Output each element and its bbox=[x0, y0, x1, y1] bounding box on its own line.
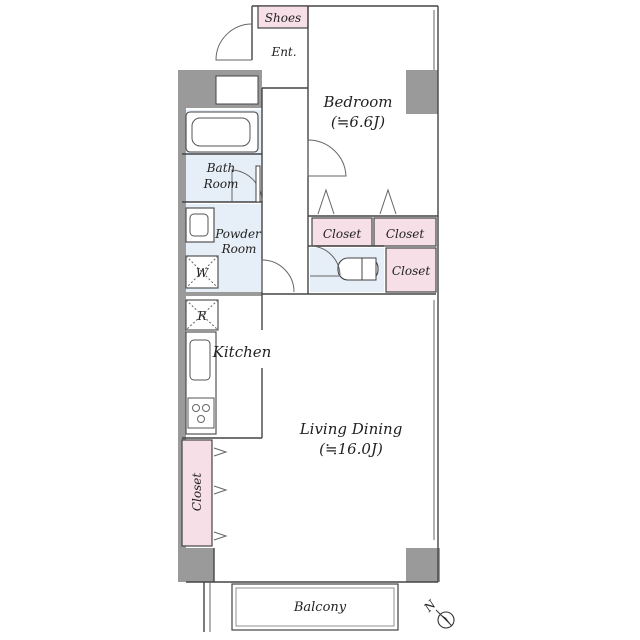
living-label: Living Dining bbox=[299, 420, 403, 438]
shoes-label: Shoes bbox=[265, 11, 301, 25]
wall-right-pillar-top bbox=[406, 70, 438, 114]
bathtub bbox=[185, 111, 259, 153]
washer-label: W bbox=[196, 266, 210, 280]
wall-right-pillar-bottom bbox=[406, 548, 440, 582]
bedroom-closet-right bbox=[373, 217, 437, 247]
toilet-door bbox=[309, 245, 341, 277]
powder-room-door bbox=[261, 259, 295, 293]
wall-left-column bbox=[178, 70, 186, 582]
compass-north-label: N bbox=[421, 597, 439, 615]
wall-mid-left bbox=[178, 292, 262, 296]
stove bbox=[187, 397, 215, 429]
kitchen-sink bbox=[189, 339, 211, 381]
closet-bedroom-left-label: Closet bbox=[323, 227, 362, 241]
closet-right-label: Closet bbox=[392, 264, 431, 278]
kitchen-label: Kitchen bbox=[212, 343, 272, 361]
bathtub-inner bbox=[191, 117, 251, 147]
bath-door bbox=[231, 169, 263, 202]
bath-label-2: Room bbox=[203, 177, 239, 191]
bedroom-closet-left bbox=[311, 217, 373, 247]
bedroom-size: (≒6.6J) bbox=[331, 113, 385, 131]
refrigerator-label: R bbox=[196, 309, 206, 323]
bedroom-label: Bedroom bbox=[323, 93, 393, 111]
powder-label-2: Room bbox=[221, 242, 257, 256]
closet-right bbox=[385, 247, 437, 293]
entrance-label: Ent. bbox=[270, 45, 296, 59]
living-closet bbox=[181, 439, 213, 547]
storage-nook bbox=[215, 75, 259, 105]
bath-label-1: Bath bbox=[206, 161, 236, 175]
balcony-area bbox=[231, 583, 399, 631]
entrance-door bbox=[215, 23, 253, 61]
living-closet-label: Closet bbox=[190, 473, 204, 512]
living-size: (≒16.0J) bbox=[319, 440, 383, 458]
compass bbox=[435, 609, 455, 629]
bedroom-door bbox=[307, 139, 347, 177]
closet-bedroom-right-label: Closet bbox=[386, 227, 425, 241]
powder-label-1: Powder bbox=[214, 227, 262, 241]
toilet-tank bbox=[361, 257, 377, 281]
wall-left-bottom bbox=[178, 548, 214, 582]
balcony-label: Balcony bbox=[293, 600, 347, 615]
